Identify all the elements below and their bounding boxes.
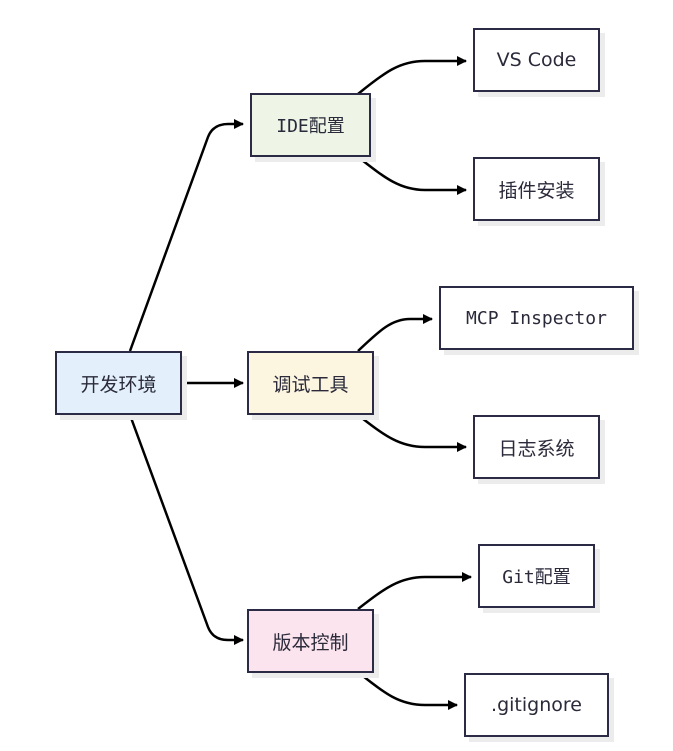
edge-debug-mcp [357,314,433,352]
node-logs[interactable]: 日志系统 [473,415,600,479]
edge-debug-logs [357,414,467,452]
node-gitignore[interactable]: .gitignore [464,673,609,737]
node-gitignore-label: .gitignore [491,694,582,716]
node-git-label: Git配置 [502,567,571,588]
edge-ide-vscode [357,56,467,95]
node-vscode-label: VS Code [496,49,577,71]
node-ide[interactable]: IDE配置 [250,93,371,157]
node-ide-label: IDE配置 [276,116,345,137]
edge-root-ide [128,119,244,352]
node-vscode[interactable]: VS Code [473,28,600,92]
edge-ide-plugins [357,156,467,195]
node-root[interactable]: 开发环境 [55,351,182,415]
node-mcp[interactable]: MCP Inspector [439,286,634,350]
node-debug-label: 调试工具 [272,373,349,396]
node-root-label: 开发环境 [80,373,157,396]
node-git[interactable]: Git配置 [478,544,595,608]
node-mcp-label: MCP Inspector [466,307,607,329]
node-debug[interactable]: 调试工具 [247,351,374,415]
node-plugins[interactable]: 插件安装 [473,157,600,221]
node-logs-label: 日志系统 [498,437,575,460]
node-plugins-label: 插件安装 [498,179,575,202]
edge-vcs-gitignore [357,671,458,710]
node-vcs-label: 版本控制 [272,631,349,654]
node-vcs[interactable]: 版本控制 [247,609,374,673]
edge-root-vcs [128,414,244,645]
edge-vcs-git [357,572,472,610]
